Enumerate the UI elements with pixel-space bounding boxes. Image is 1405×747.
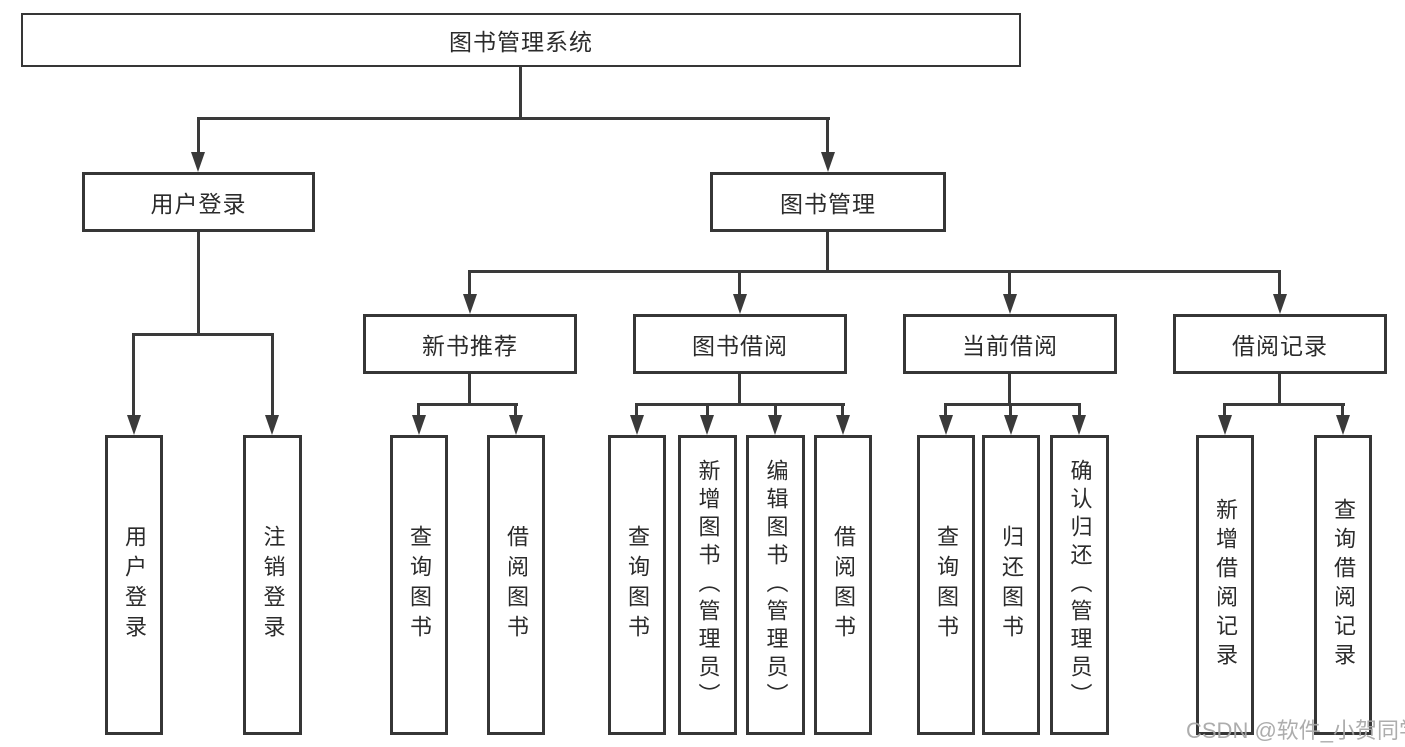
arrow-down-icon (700, 415, 714, 435)
leaf-logout-label: 注销登录 (260, 525, 286, 645)
connector-line (1009, 403, 1012, 418)
connector-line (774, 403, 777, 418)
arrow-down-icon (1336, 415, 1350, 435)
leaf-return-books: 归还图书 (982, 435, 1040, 735)
leaf-query-books-borrow: 查询图书 (608, 435, 666, 735)
arrow-down-icon (939, 415, 953, 435)
node-root: 图书管理系统 (21, 13, 1021, 67)
connector-line (1008, 374, 1011, 406)
node-book-management: 图书管理 (710, 172, 946, 232)
connector-line (706, 403, 709, 418)
connector-line (1223, 403, 1226, 418)
connector-line (944, 403, 947, 418)
connector-line (197, 117, 830, 120)
leaf-return-books-label: 归还图书 (999, 525, 1024, 645)
connector-line (1341, 403, 1344, 418)
connector-line (1078, 403, 1081, 418)
node-current-borrow-label: 当前借阅 (962, 333, 1058, 359)
leaf-logout: 注销登录 (243, 435, 302, 735)
connector-line (417, 403, 420, 418)
leaf-borrow-books-recommend: 借阅图书 (487, 435, 545, 735)
leaf-add-books-admin-label: 新增图书（管理员） (695, 459, 721, 711)
leaf-query-books-current: 查询图书 (917, 435, 975, 735)
arrow-down-icon (630, 415, 644, 435)
connector-line (1278, 270, 1281, 298)
connector-line (1278, 374, 1281, 406)
node-current-borrow: 当前借阅 (903, 314, 1117, 374)
arrow-down-icon (733, 294, 747, 314)
node-new-book-recommend-label: 新书推荐 (422, 333, 518, 359)
connector-line (468, 270, 1281, 273)
connector-line (635, 403, 845, 406)
connector-line (519, 66, 522, 120)
arrow-down-icon (1273, 294, 1287, 314)
arrow-down-icon (836, 415, 850, 435)
leaf-query-books-recommend: 查询图书 (390, 435, 448, 735)
leaf-user-login-label: 用户登录 (122, 525, 147, 645)
arrow-down-icon (463, 294, 477, 314)
connector-line (514, 403, 517, 418)
leaf-query-books-borrow-label: 查询图书 (625, 525, 650, 645)
connector-line (468, 270, 471, 298)
connector-line (197, 117, 200, 155)
node-user-login-label: 用户登录 (150, 191, 247, 217)
connector-line (132, 333, 274, 336)
node-book-management-label: 图书管理 (780, 191, 876, 217)
connector-line (468, 374, 471, 406)
connector-line (1223, 403, 1345, 406)
node-user-login: 用户登录 (82, 172, 315, 232)
connector-line (271, 333, 274, 419)
leaf-add-borrow-record-label: 新增借阅记录 (1213, 498, 1238, 672)
arrow-down-icon (509, 415, 523, 435)
leaf-query-borrow-record: 查询借阅记录 (1314, 435, 1372, 735)
leaf-add-borrow-record: 新增借阅记录 (1196, 435, 1254, 735)
arrow-down-icon (412, 415, 426, 435)
connector-line (1008, 270, 1011, 298)
node-borrow-records: 借阅记录 (1173, 314, 1387, 374)
connector-line (841, 403, 844, 418)
arrow-down-icon (191, 152, 205, 172)
connector-line (738, 270, 741, 298)
leaf-borrow-books-label: 借阅图书 (831, 525, 856, 645)
arrow-down-icon (1218, 415, 1232, 435)
connector-line (826, 117, 829, 155)
leaf-query-books-recommend-label: 查询图书 (407, 525, 432, 645)
arrow-down-icon (127, 415, 141, 435)
leaf-borrow-books-recommend-label: 借阅图书 (504, 525, 529, 645)
node-new-book-recommend: 新书推荐 (363, 314, 577, 374)
leaf-borrow-books: 借阅图书 (814, 435, 872, 735)
connector-line (132, 333, 135, 419)
arrow-down-icon (768, 415, 782, 435)
node-book-borrow: 图书借阅 (633, 314, 847, 374)
node-borrow-records-label: 借阅记录 (1232, 333, 1328, 359)
connector-line (738, 374, 741, 406)
connector-line (417, 403, 518, 406)
leaf-query-books-current-label: 查询图书 (934, 525, 959, 645)
connector-line (635, 403, 638, 418)
arrow-down-icon (821, 152, 835, 172)
leaf-confirm-return-admin: 确认归还（管理员） (1050, 435, 1109, 735)
node-book-borrow-label: 图书借阅 (692, 333, 788, 359)
leaf-confirm-return-admin-label: 确认归还（管理员） (1067, 459, 1093, 711)
connector-line (197, 232, 200, 336)
node-root-label: 图书管理系统 (449, 29, 593, 55)
leaf-edit-books-admin-label: 编辑图书（管理员） (763, 459, 789, 711)
arrow-down-icon (1004, 415, 1018, 435)
leaf-user-login: 用户登录 (105, 435, 163, 735)
arrow-down-icon (265, 415, 279, 435)
watermark: CSDN @软件_小贺同学 (1186, 718, 1405, 743)
arrow-down-icon (1003, 294, 1017, 314)
leaf-query-borrow-record-label: 查询借阅记录 (1331, 498, 1356, 672)
connector-line (826, 232, 829, 273)
leaf-edit-books-admin: 编辑图书（管理员） (746, 435, 805, 735)
connector-line (944, 403, 1081, 406)
arrow-down-icon (1072, 415, 1086, 435)
leaf-add-books-admin: 新增图书（管理员） (678, 435, 737, 735)
